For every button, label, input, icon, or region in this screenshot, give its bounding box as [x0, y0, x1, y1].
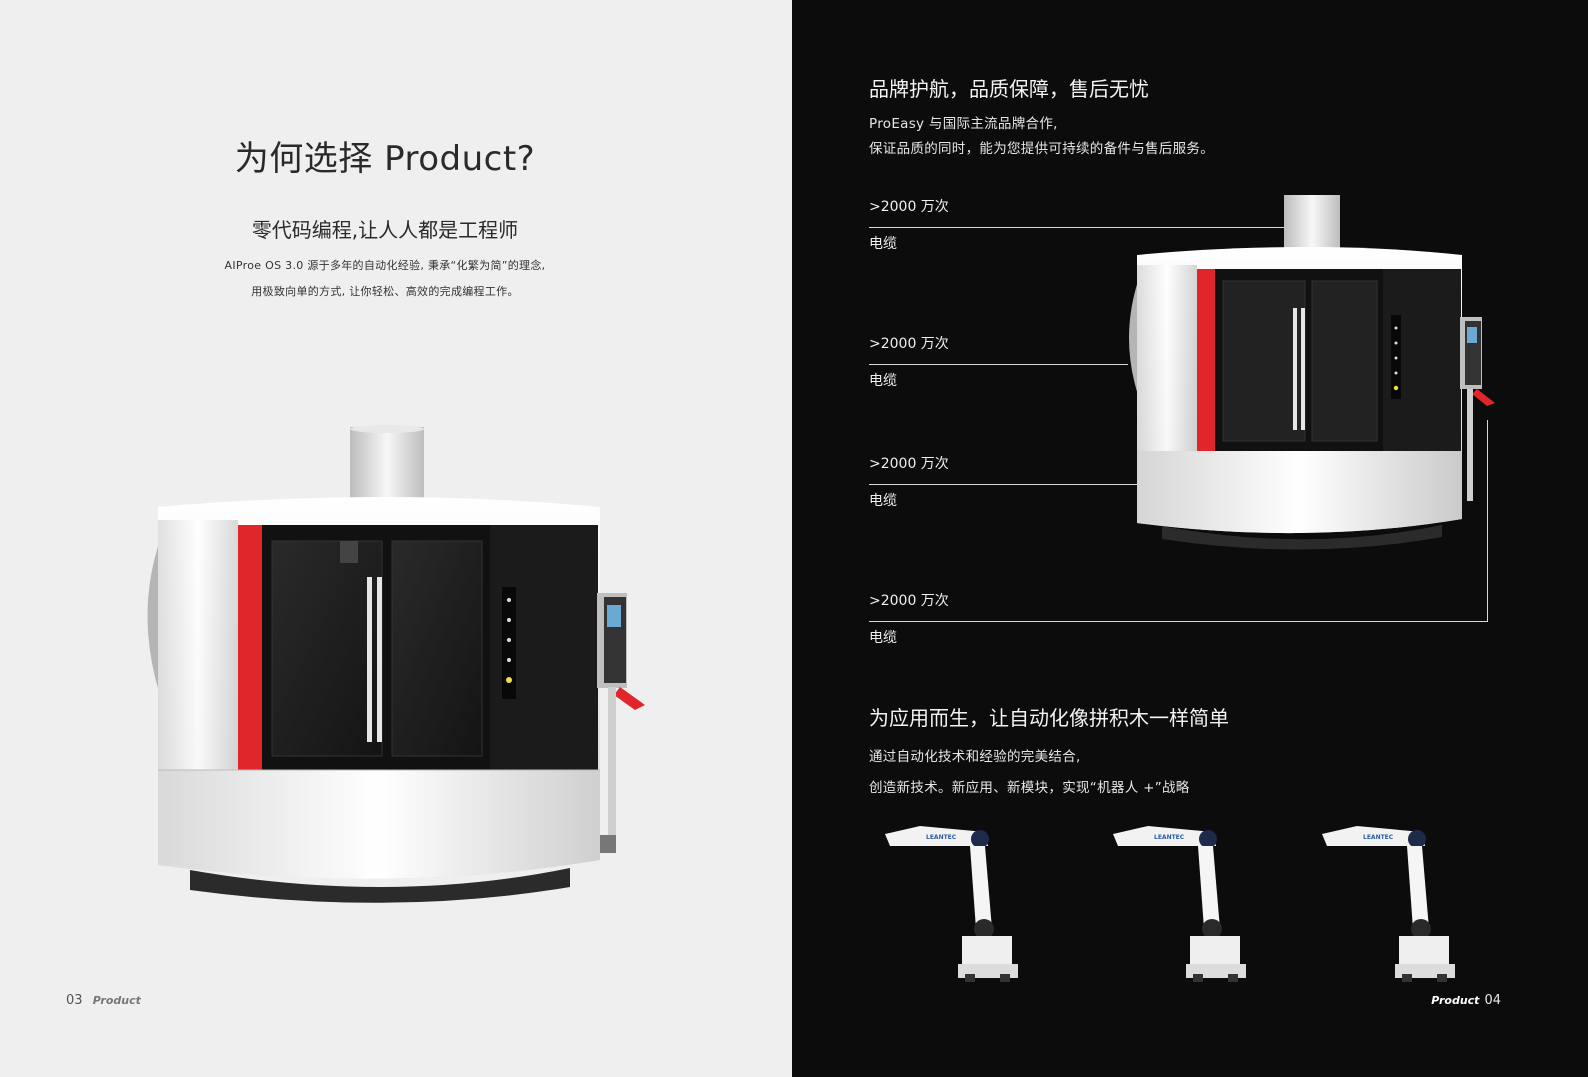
description-line-2: 用极致向单的方式, 让你轻松、高效的完成编程工作。 — [251, 285, 519, 298]
spec-value: >2000 万次 — [869, 336, 949, 352]
page-footer-right: Product 04 — [1431, 993, 1501, 1008]
brand-tag: Product — [92, 994, 141, 1007]
right-page: 品牌护航，品质保障，售后无忧 ProEasy 与国际主流品牌合作, 保证品质的同… — [792, 0, 1588, 1077]
spec-label: 电缆 — [869, 373, 897, 389]
left-page: 为何选择 Product? 零代码编程,让人人都是工程师 AIProe OS 3… — [0, 0, 792, 1077]
callout-line — [869, 364, 1128, 365]
subtitle: 零代码编程,让人人都是工程师 — [251, 218, 519, 242]
callout-line — [869, 484, 1387, 485]
section-heading-brand: 品牌护航，品质保障，售后无忧 — [869, 77, 1149, 101]
callout-line — [869, 621, 1488, 622]
intro-line-2: 保证品质的同时，能为您提供可持续的备件与售后服务。 — [869, 141, 1214, 157]
robot-logo-text: LEANTEC — [926, 834, 957, 841]
spec-value: >2000 万次 — [869, 199, 949, 215]
robot-logo-text: LEANTEC — [1154, 834, 1185, 841]
robot-arm-image: LEANTEC — [1113, 826, 1246, 982]
body-line-1: 通过自动化技术和经验的完美结合, — [869, 749, 1081, 765]
section-heading-application: 为应用而生，让自动化像拼积木一样简单 — [869, 706, 1229, 730]
intro-line-1: ProEasy 与国际主流品牌合作, — [869, 116, 1058, 132]
brand-tag: Product — [1431, 994, 1480, 1007]
machining-center-image — [1129, 195, 1495, 550]
robot-arm-image: LEANTEC — [1322, 826, 1455, 982]
page-number: 04 — [1484, 993, 1501, 1008]
callout-line — [869, 227, 1290, 228]
body-line-2: 创造新技术。新应用、新模块，实现“机器人 +”战略 — [869, 780, 1190, 796]
callout-line-vertical — [1487, 420, 1488, 622]
spec-label: 电缆 — [869, 630, 897, 646]
spec-value: >2000 万次 — [869, 456, 949, 472]
robot-logo-text: LEANTEC — [1363, 834, 1394, 841]
page-number: 03 — [66, 993, 83, 1008]
page-footer-left: 03 Product — [66, 993, 141, 1008]
spec-label: 电缆 — [869, 493, 897, 509]
description-line-1: AIProe OS 3.0 源于多年的自动化经验, 秉承“化繁为简”的理念, — [224, 259, 546, 272]
machining-center-image — [147, 425, 645, 903]
page-title: 为何选择 Product? — [234, 138, 536, 179]
spec-label: 电缆 — [869, 236, 897, 252]
spec-value: >2000 万次 — [869, 593, 949, 609]
robot-arm-image: LEANTEC — [885, 826, 1018, 982]
